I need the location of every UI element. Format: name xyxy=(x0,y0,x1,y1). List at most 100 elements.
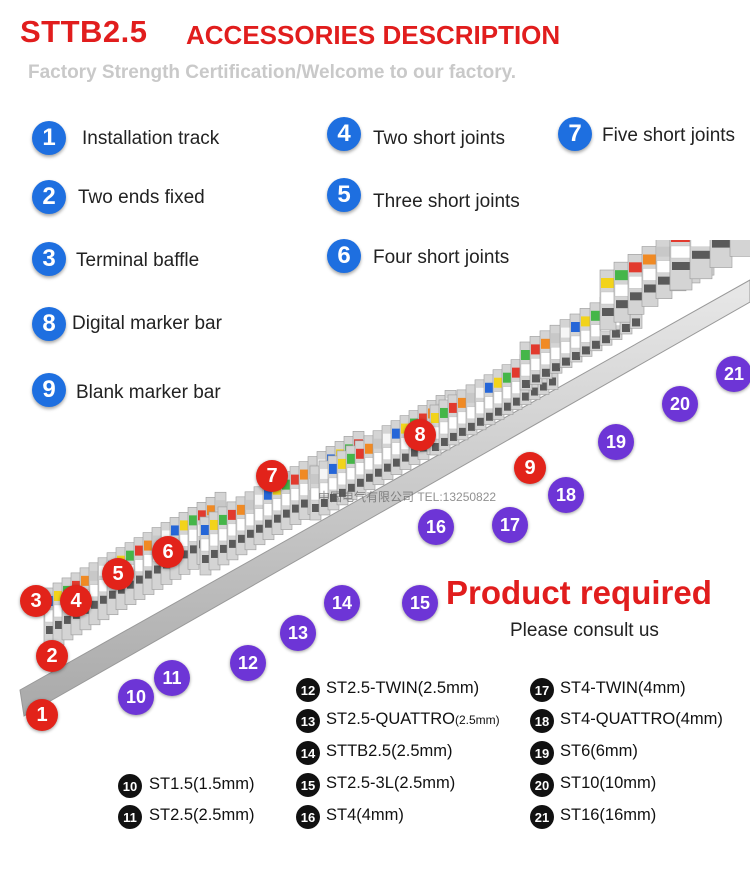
terminal-hole xyxy=(393,458,400,467)
terminal-hole xyxy=(247,529,254,538)
terminal-hole xyxy=(504,402,511,411)
terminal-hole xyxy=(190,545,197,554)
terminal-block-color-cap xyxy=(657,246,671,257)
badge-6: 6 xyxy=(152,536,184,568)
badge-9: 9 xyxy=(514,452,546,484)
legend-label-four-short-joints: Four short joints xyxy=(373,247,510,268)
marker-bar xyxy=(373,452,384,465)
model-label-st1-5: ST1.5(1.5mm) xyxy=(149,775,255,793)
terminal-hole xyxy=(531,387,538,396)
legend-number-4: 4 xyxy=(327,117,361,151)
marker-bar xyxy=(628,276,644,289)
terminal-hole xyxy=(55,620,62,629)
terminal-hole xyxy=(477,417,484,426)
model-number-20: 20 xyxy=(530,773,554,797)
marker-bar xyxy=(642,268,658,281)
terminal-hole xyxy=(672,262,690,270)
legend-label-terminal-baffle: Terminal baffle xyxy=(76,250,200,271)
badge-12: 12 xyxy=(230,645,266,681)
legend-label-installation-track: Installation track xyxy=(82,128,220,149)
marker-bar xyxy=(600,291,616,305)
terminal-hole xyxy=(602,335,610,344)
model-number-12: 12 xyxy=(296,678,320,702)
terminal-hole xyxy=(495,407,502,416)
terminal-hole xyxy=(238,534,245,543)
terminal-block-color-cap xyxy=(591,310,601,321)
terminal-block-color-cap xyxy=(320,468,329,479)
terminal-hole xyxy=(468,422,475,431)
terminal-block-color-cap xyxy=(144,540,153,551)
callout-subtitle: Please consult us xyxy=(510,620,659,641)
terminal-block-color-cap xyxy=(531,344,541,355)
marker-bar xyxy=(382,447,393,460)
terminal-block-color-cap xyxy=(503,372,512,383)
terminal-hole xyxy=(229,539,236,548)
badge-20: 20 xyxy=(662,386,698,422)
terminal-hole xyxy=(459,427,466,436)
badge-2: 2 xyxy=(36,640,68,672)
badge-14: 14 xyxy=(324,585,360,621)
marker-bar xyxy=(550,347,562,360)
badge-7: 7 xyxy=(256,460,288,492)
badge-4: 4 xyxy=(60,585,92,617)
terminal-hole xyxy=(616,300,628,309)
model-label-st4-twin: ST4-TWIN(4mm) xyxy=(560,679,686,697)
marker-bar xyxy=(188,529,199,542)
terminal-hole xyxy=(432,443,439,451)
model-label-st2-5-quattro: ST2.5-QUATTRO(2.5mm) xyxy=(326,710,500,728)
terminal-block-color-cap xyxy=(601,278,615,288)
terminal-block-color-cap xyxy=(392,428,401,439)
terminal-block-color-cap xyxy=(300,469,309,480)
terminal-hole xyxy=(211,549,218,558)
badge-11: 11 xyxy=(154,660,190,696)
terminal-block-color-cap xyxy=(228,509,237,520)
terminal-block xyxy=(729,240,750,257)
badge-10: 10 xyxy=(118,679,154,715)
terminal-block-color-cap xyxy=(347,453,356,464)
terminal-hole xyxy=(562,357,570,366)
terminal-block-color-cap xyxy=(126,550,135,561)
model-number-19: 19 xyxy=(530,741,554,765)
terminal-hole xyxy=(658,276,670,285)
terminal-block-color-cap xyxy=(476,387,485,398)
terminal-block-color-cap xyxy=(671,240,691,242)
terminal-hole xyxy=(632,318,640,327)
terminal-hole xyxy=(549,377,556,386)
terminal-block-color-cap xyxy=(201,525,210,535)
model-label-st2-5-quattro-size: (2.5mm) xyxy=(454,713,500,727)
title-subtitle: ACCESSORIES DESCRIPTION xyxy=(186,20,561,50)
terminal-hole xyxy=(181,550,188,559)
legend-number-7: 7 xyxy=(558,117,592,151)
marker-bar xyxy=(299,483,310,496)
terminal-hole xyxy=(145,570,152,579)
legend-number-5: 5 xyxy=(327,178,361,212)
terminal-hole xyxy=(644,284,656,293)
terminal-hole xyxy=(283,509,290,518)
terminal-hole xyxy=(712,240,730,248)
terminal-block-color-cap xyxy=(581,316,591,327)
terminal-block-color-cap xyxy=(180,520,189,531)
terminal-block-color-cap xyxy=(246,499,255,510)
marker-bar xyxy=(475,401,486,414)
terminal-hole xyxy=(292,504,299,513)
badge-8: 8 xyxy=(404,419,436,451)
legend-number-1: 1 xyxy=(32,121,66,155)
marker-bar xyxy=(493,391,504,404)
terminal-block-color-cap xyxy=(467,392,476,403)
marker-bar xyxy=(236,518,247,532)
marker-bar xyxy=(448,416,459,430)
marker-bar xyxy=(484,396,495,409)
terminal-hole xyxy=(513,397,520,406)
marker-bar xyxy=(580,330,592,343)
legend-label-three-short-joints: Three short joints xyxy=(373,191,520,212)
marker-bar xyxy=(227,523,238,537)
marker-bar xyxy=(690,240,712,248)
terminal-hole xyxy=(375,468,382,477)
terminal-hole xyxy=(540,382,547,391)
model-number-21: 21 xyxy=(530,805,554,829)
legend-label-blank-marker-bar: Blank marker bar xyxy=(76,382,221,403)
tagline: Factory Strength Certification/Welcome t… xyxy=(28,62,517,83)
terminal-block-color-cap xyxy=(90,570,99,581)
marker-bar xyxy=(364,457,375,470)
badge-3: 3 xyxy=(20,585,52,617)
